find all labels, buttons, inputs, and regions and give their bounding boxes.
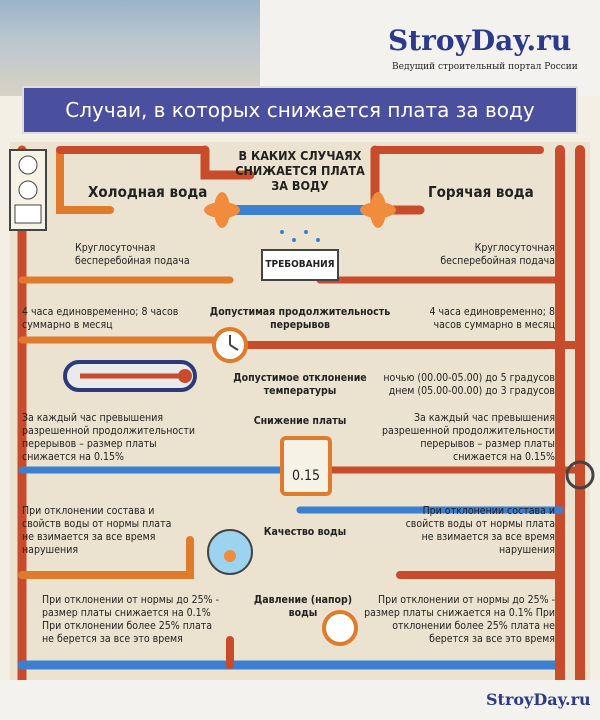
- requirements-document-icon: [261, 249, 339, 281]
- requirements-label: ТРЕБОВАНИЯ: [265, 259, 335, 270]
- right-interruptions: 4 часа единовременно; 8 часов суммарно в…: [429, 306, 555, 331]
- valve-wheel-icon: [565, 460, 595, 490]
- water-drops-icon: [280, 230, 320, 242]
- brand-tagline: Ведущий строительный портал России: [392, 62, 578, 72]
- right-quality: При отклонении состава и свойств воды от…: [405, 505, 555, 556]
- center-payment: Снижение платы: [253, 415, 347, 427]
- header: StroyDay.ru Ведущий строительный портал …: [0, 0, 600, 96]
- footer: [0, 680, 600, 720]
- infographic-panel: [10, 142, 590, 682]
- fan-valve-left-icon: [204, 192, 240, 228]
- fan-valve-right-icon: [360, 192, 396, 228]
- right-pressure: При отклонении от нормы до 25% - размер …: [364, 594, 555, 645]
- meter-icon: [280, 436, 332, 496]
- left-interruptions: 4 часа единовременно; 8 часов суммарно в…: [22, 306, 179, 331]
- center-heading: В КАКИХ СЛУЧАЯХ СНИЖАЕТСЯ ПЛАТА ЗА ВОДУ: [235, 148, 365, 193]
- brand-logo[interactable]: StroyDay.ru: [388, 24, 572, 57]
- house-photo: [0, 0, 260, 96]
- center-temperature: Допустимое отклонение температуры: [233, 372, 367, 397]
- page-title: Случаи, в которых снижается плата за вод…: [65, 98, 535, 122]
- hot-water-heading: Горячая вода: [428, 183, 534, 201]
- center-pressure: Давление (напор) воды: [253, 594, 353, 619]
- left-quality: При отклонении состава и свойств воды от…: [22, 505, 172, 556]
- center-quality: Качество воды: [263, 526, 347, 538]
- left-supply: Круглосуточная бесперебойная подача: [75, 242, 190, 267]
- pressure-gauge-icon: [322, 610, 358, 646]
- title-banner: Случаи, в которых снижается плата за вод…: [22, 86, 578, 134]
- meter-value: 0.15: [291, 468, 321, 484]
- cold-water-heading: Холодная вода: [88, 183, 208, 201]
- right-supply: Круглосуточная бесперебойная подача: [440, 242, 555, 267]
- left-payment: За каждый час превышения разрешенной про…: [22, 412, 196, 463]
- left-pressure: При отклонении от нормы до 25% - размер …: [42, 594, 220, 645]
- right-temperature: ночью (00.00-05.00) до 5 градусов днем (…: [383, 372, 555, 397]
- right-payment: За каждый час превышения разрешенной про…: [381, 412, 555, 463]
- center-interruptions: Допустимая продолжительность перерывов: [209, 306, 391, 331]
- footer-brand[interactable]: StroyDay.ru: [486, 690, 591, 709]
